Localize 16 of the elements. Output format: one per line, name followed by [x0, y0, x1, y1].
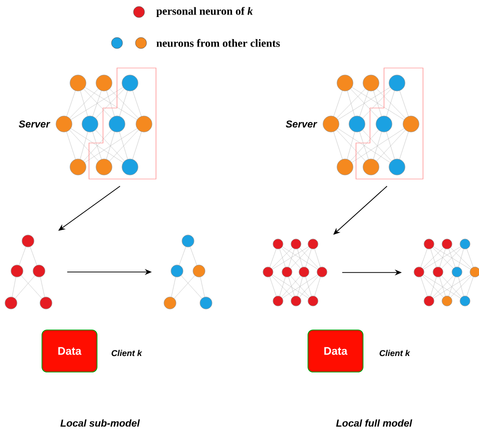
- neural-network-drawing: [164, 234, 212, 310]
- caption-label: Local sub-model: [60, 419, 140, 427]
- legend-label: personal neuron of k: [156, 6, 253, 18]
- neural-network-drawing: [262, 238, 328, 306]
- client-label: Client k: [380, 350, 410, 356]
- data-box: Data: [42, 330, 98, 372]
- neural-network-drawing: [322, 68, 424, 180]
- legend-label: neurons from other clients: [156, 39, 280, 47]
- caption-label: Local full model: [336, 419, 412, 427]
- server-label: Server: [18, 120, 50, 128]
- neural-network-drawing: [56, 68, 156, 180]
- neural-network-drawing: [4, 234, 52, 310]
- data-box: Data: [308, 330, 364, 372]
- client-label: Client k: [112, 350, 142, 356]
- neural-network-drawing: [414, 238, 479, 306]
- server-label: Server: [286, 120, 318, 128]
